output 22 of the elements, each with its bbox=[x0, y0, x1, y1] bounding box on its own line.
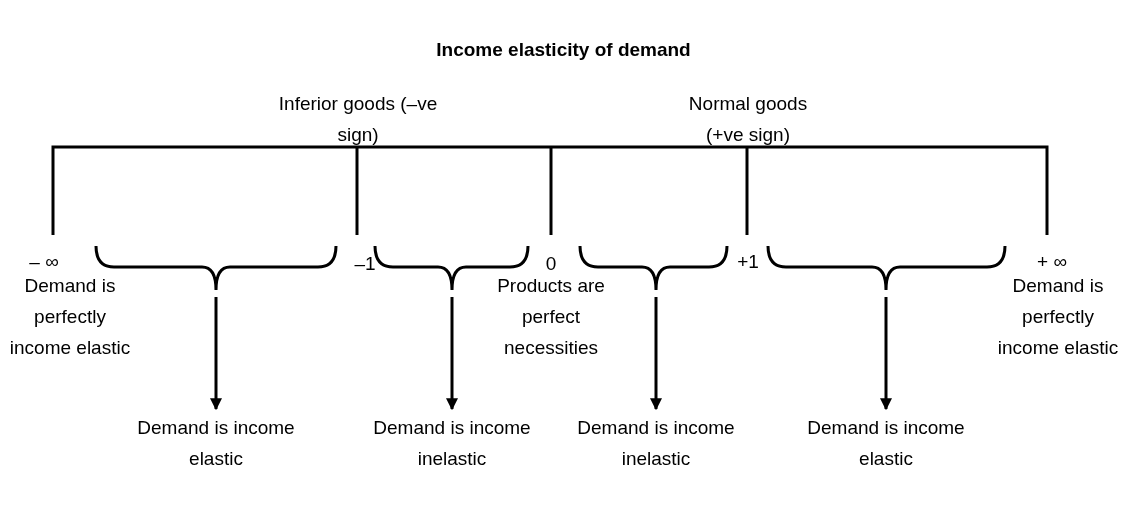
arrow bbox=[880, 297, 892, 411]
curly-brace bbox=[766, 245, 1007, 292]
outcome-text: Demand is income inelastic bbox=[571, 412, 741, 474]
curly-brace bbox=[94, 245, 338, 292]
outcome-text: Demand is income inelastic bbox=[367, 412, 537, 474]
arrow bbox=[210, 297, 222, 411]
scale-value: 0 bbox=[544, 252, 558, 276]
endpoint-note: Demand is perfectly income elastic bbox=[8, 274, 132, 360]
group-heading: Normal goods (+ve sign) bbox=[687, 92, 809, 147]
group-heading: Inferior goods (–ve sign) bbox=[278, 92, 438, 147]
arrow bbox=[446, 297, 458, 411]
arrow bbox=[650, 297, 662, 411]
scale-value: + ∞ bbox=[1036, 250, 1068, 274]
scale-value: +1 bbox=[736, 250, 760, 274]
scale-value: – ∞ bbox=[28, 250, 60, 274]
diagram-title: Income elasticity of demand bbox=[435, 38, 692, 62]
curly-brace bbox=[578, 245, 729, 292]
scale-value: –1 bbox=[353, 252, 377, 276]
outcome-text: Demand is income elastic bbox=[801, 412, 971, 474]
endpoint-note: Demand is perfectly income elastic bbox=[996, 274, 1120, 360]
endpoint-note: Products are perfect necessities bbox=[496, 274, 606, 360]
outcome-text: Demand is income elastic bbox=[131, 412, 301, 474]
